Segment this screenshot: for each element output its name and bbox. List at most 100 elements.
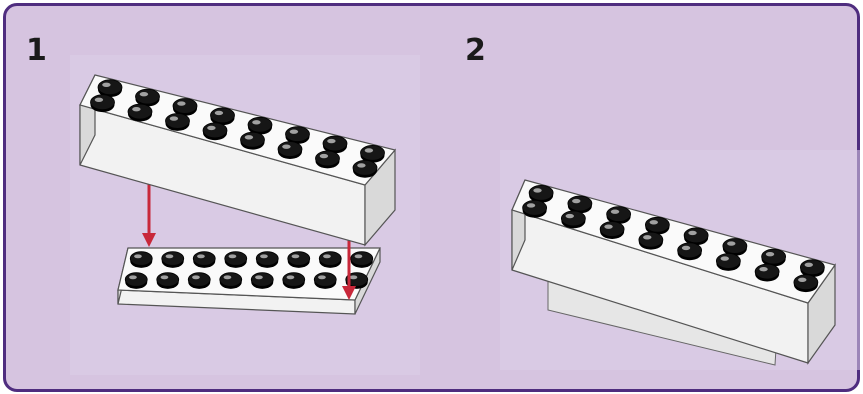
brick-assembled-stud [606,206,632,222]
brick-assembled-stud-shine [604,224,613,229]
plate-stud-shine [228,254,237,259]
brick-top-stud-shine [94,97,104,102]
plate-stud-shine [160,275,169,280]
brick-top-stud [172,98,198,114]
brick-assembled-stud-shine [804,262,813,267]
brick-assembled-stud-shine [759,267,768,272]
plate-stud [318,251,342,266]
brick-top-stud [352,159,378,176]
brick-top-stud [90,94,115,111]
plate-stud-shine [192,275,200,280]
brick-top-stud [165,113,190,129]
step-2-panel [430,0,863,394]
brick-assembled-stud-shine [610,209,620,214]
plate [117,247,381,315]
brick-assembled-stud-shine [572,198,581,204]
brick-top-stud [277,141,303,157]
brick-assembled-top-face [511,179,836,304]
brick-top-stud [285,126,310,142]
brick-assembled-stud [715,253,741,269]
step-1-illustration [70,55,420,375]
plate-stud-shine [349,275,358,280]
plate-stud-shine [260,254,268,259]
plate-stud [313,272,337,287]
brick-top-stud-shine [327,138,336,144]
brick-top-stud-shine [282,144,291,149]
brick-top-stud [247,116,273,133]
brick-assembled-stud-shine [688,230,697,236]
plate-stud [156,272,180,287]
brick-top-stud [127,103,153,120]
plate-stud-shine [255,275,263,280]
plate-stud-shine [286,275,295,280]
brick-assembled-stud [567,195,593,212]
down-arrow-left-head [142,233,156,247]
brick-top-stud-shine [132,107,141,112]
plate-stud [287,251,311,266]
brick-assembled-stud [754,263,780,280]
brick-top-stud [240,131,265,148]
plate-stud [129,251,153,266]
brick-top-stud [210,107,235,124]
brick-assembled-stud [722,238,748,254]
brick-assembled-stud [522,199,548,216]
brick-top-stud-shine [364,148,374,153]
brick-top-stud-shine [214,110,224,116]
brick-top-stud [322,135,348,152]
brick-top [79,74,397,247]
brick-top-stud-shine [139,92,149,97]
step-2-number: 2 [465,33,486,68]
brick-top-stud-shine [169,116,179,121]
brick-top-stud-shine [207,125,216,131]
plate-stud [192,251,216,266]
brick-assembled-stud-shine [681,245,691,251]
plate-stud [282,272,306,287]
brick-top-stud-shine [177,101,186,106]
brick-assembled-stud [528,184,554,201]
plate-stud [124,272,148,287]
brick-top-stud-shine [289,129,299,134]
brick-top-stud [360,144,385,161]
brick-top-stud [315,150,340,167]
brick-assembled-stud-shine [727,241,736,246]
brick-top-stud [97,79,123,96]
brick-assembled [511,179,836,365]
plate-stud [224,251,248,266]
plate-stud-shine [197,254,205,259]
brick-top-stud-shine [319,153,329,159]
brick-top-stud-shine [102,82,111,87]
brick-top-stud-shine [244,135,254,140]
plate-stud-shine [291,254,300,259]
plate-stud-shine [129,275,137,280]
plate-stud [161,251,185,266]
step-1-panel [0,0,430,394]
brick-top-stud [135,88,160,105]
plate-stud [187,272,211,287]
brick-assembled-stud [599,221,625,237]
brick-assembled-stud-shine [533,188,542,193]
brick-assembled-stud-shine [643,235,652,240]
brick-assembled-stud [560,210,586,227]
plate-stud [250,272,274,287]
brick-assembled-stud [677,242,703,259]
brick-top-stud-shine [252,120,261,125]
brick-assembled-stud-shine [765,252,775,257]
plate-stud [255,251,279,266]
plate-stud-shine [354,254,363,259]
brick-top-stud [202,122,228,139]
brick-assembled-stud-shine [526,203,536,208]
brick-assembled-stud-shine [649,220,658,225]
brick-assembled-stud [644,216,670,233]
plate-stud-shine [134,254,142,259]
step-2-illustration [500,150,860,370]
plate-stud [219,272,243,287]
down-arrow-right-head [342,286,356,300]
brick-top-stud-shine [357,163,366,168]
plate-stud-shine [165,254,174,259]
step-1-number: 1 [26,33,47,68]
plate-stud-shine [318,275,326,280]
brick-assembled-stud [683,227,709,244]
brick-assembled-stud-shine [720,256,729,261]
plate-stud-shine [223,275,232,280]
brick-assembled-stud-shine [798,277,807,282]
